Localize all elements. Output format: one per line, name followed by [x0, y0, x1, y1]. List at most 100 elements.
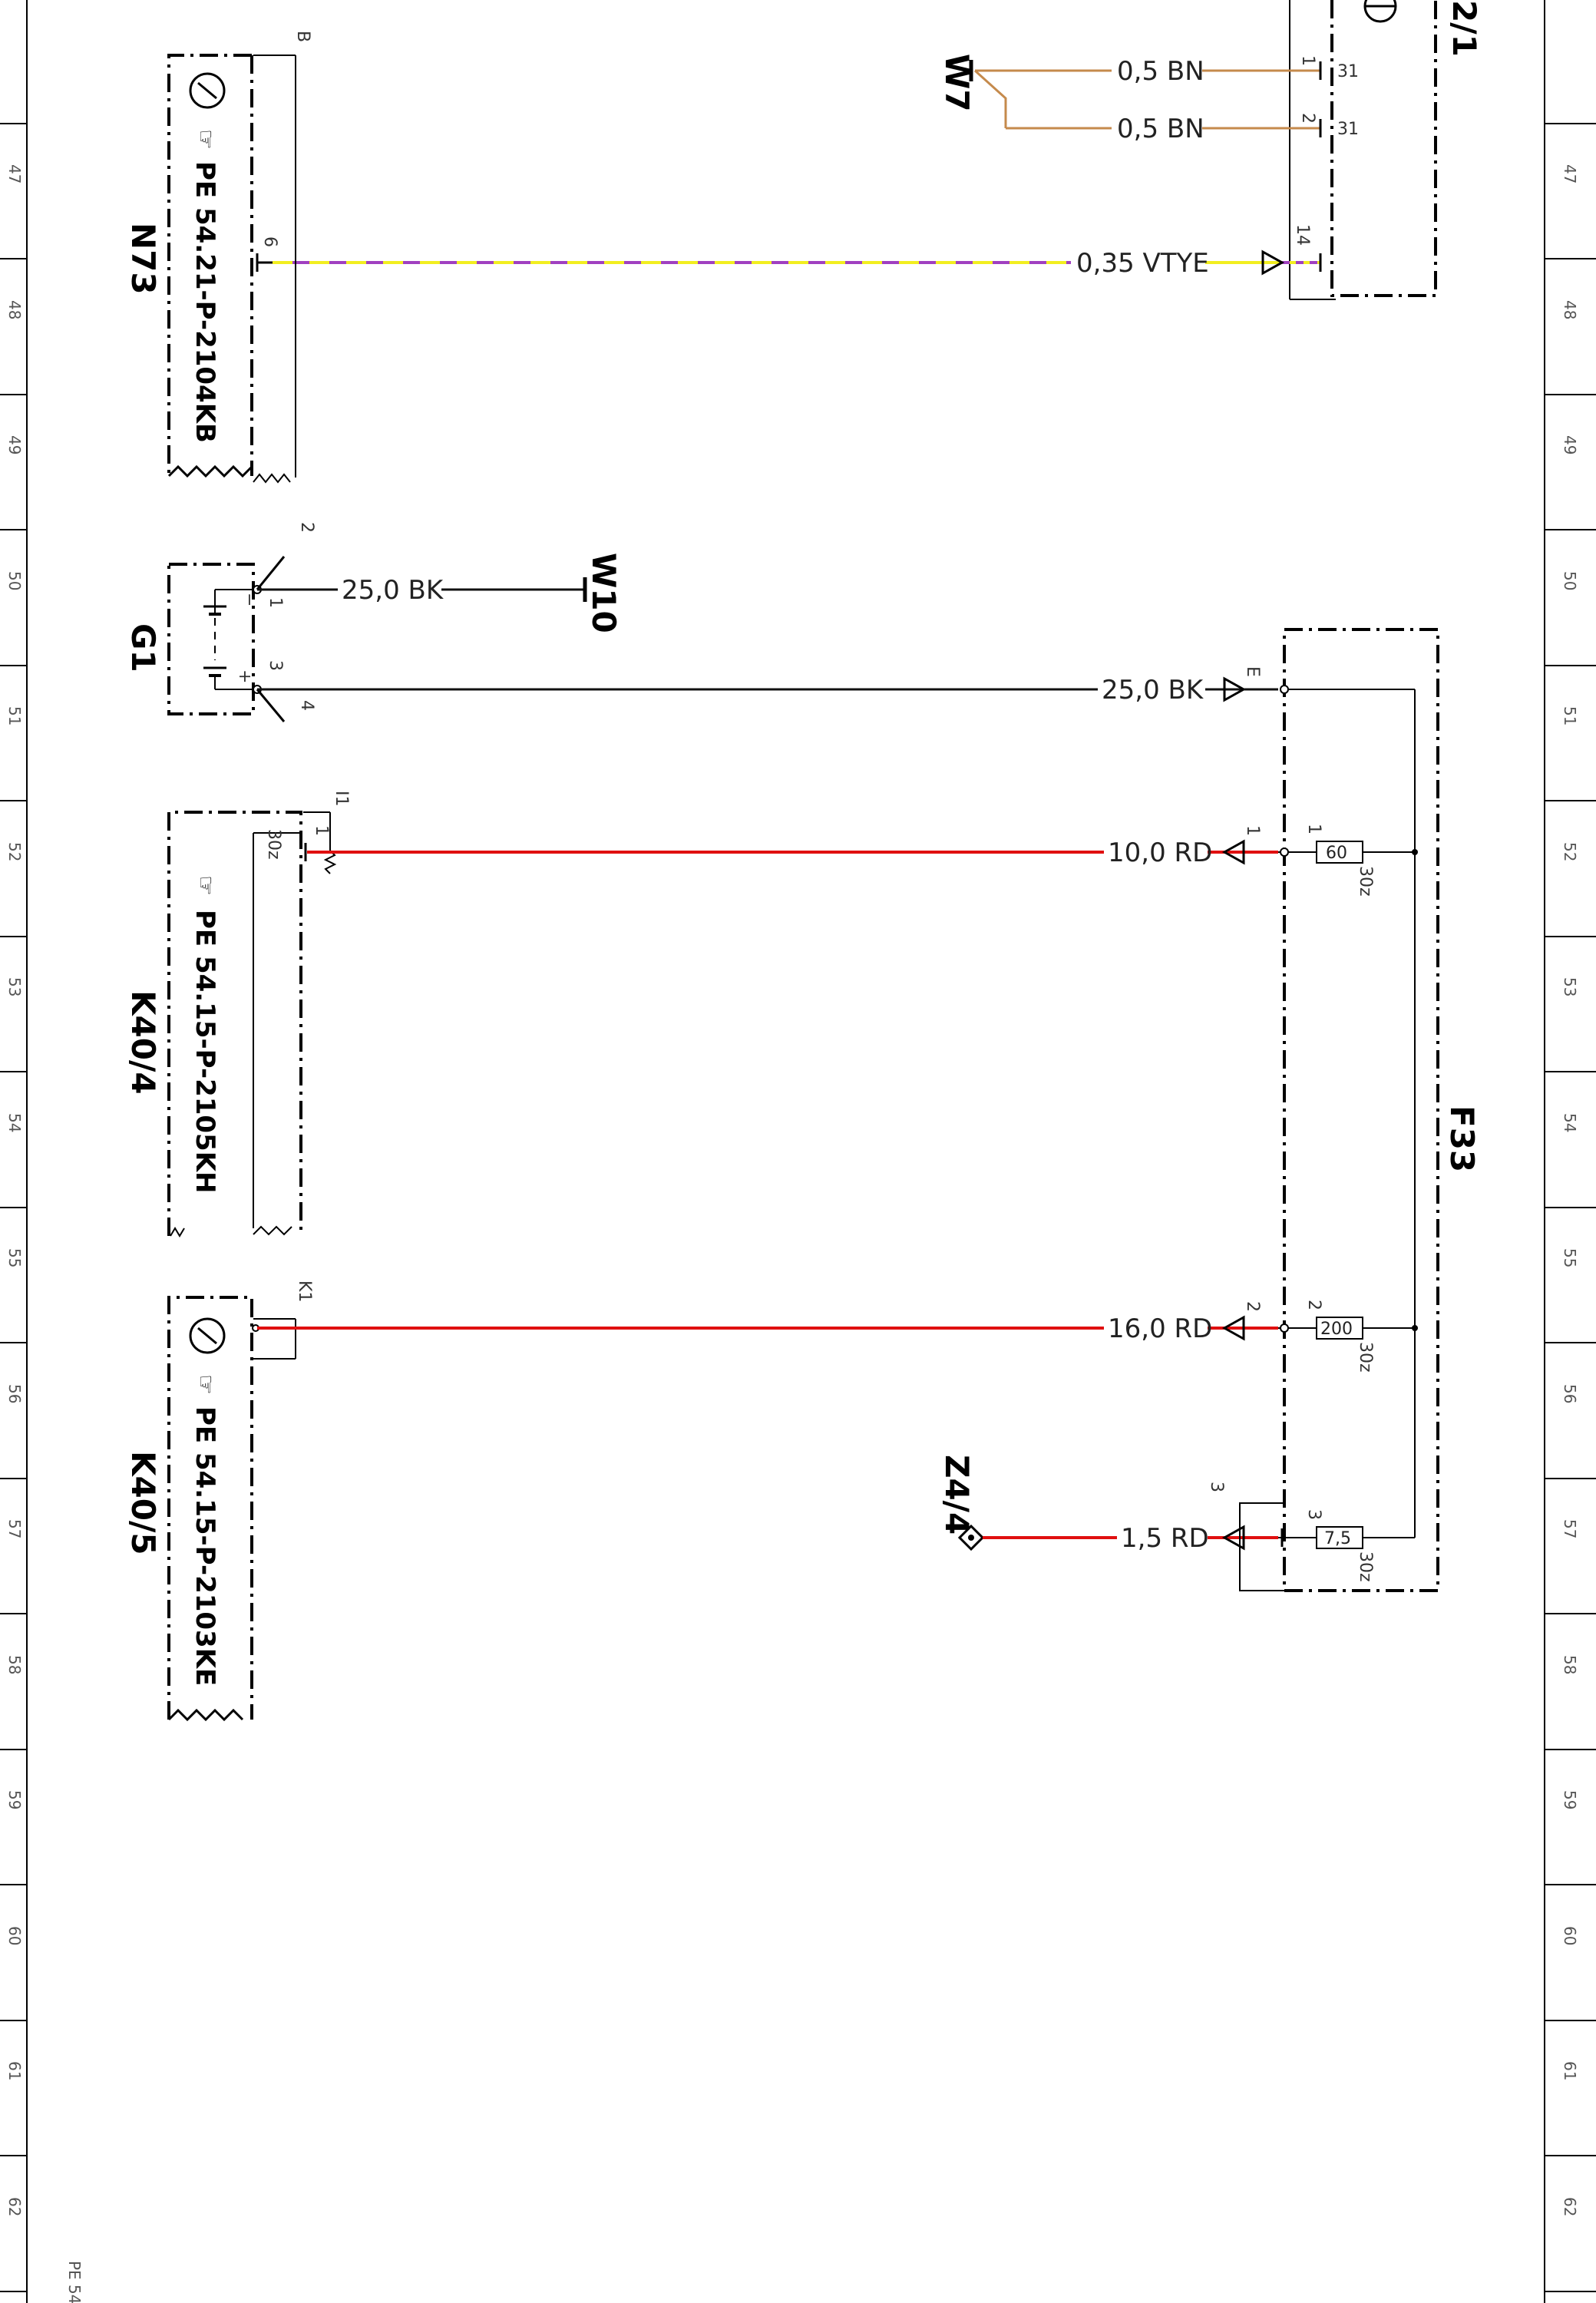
grid-label: 60 — [5, 1926, 24, 1945]
grid-label: 48 — [1561, 300, 1579, 319]
component-label-z4-4: Z4/4 — [938, 1455, 976, 1535]
grid-label: 49 — [5, 435, 24, 454]
pin-label: 31 — [1337, 62, 1359, 81]
pin-label: I1 — [332, 791, 351, 807]
sensor-icon — [1363, 0, 1397, 23]
w7-wires: 0,5 BN 0,5 BN W7 1 31 2 31 — [938, 54, 1359, 144]
connector-arrow-icon — [1221, 839, 1245, 865]
pin-label: 3 — [1207, 1482, 1226, 1492]
connector-arrow-icon — [1223, 676, 1247, 702]
pin-label: 2 — [1304, 1300, 1323, 1310]
grid-label: 62 — [1561, 2197, 1579, 2216]
connector-arrow-icon — [1221, 1315, 1245, 1341]
grid-label: 58 — [1561, 1655, 1579, 1674]
grid-label: 48 — [5, 300, 24, 319]
component-label-2-1: 2/1 — [1446, 0, 1483, 57]
component-label-f33: F33 — [1443, 1105, 1481, 1172]
pin-label: + — [235, 669, 254, 683]
wire-label-w7-a: 0,5 BN — [1117, 56, 1204, 87]
component-label-k40-4: K40/4 — [124, 990, 162, 1095]
grid-label: 59 — [1561, 1790, 1579, 1809]
wire-label-k40-5: 16,0 RD — [1108, 1313, 1212, 1344]
grid-label: 59 — [5, 1790, 24, 1809]
component-k40-4: I1 1 30z ☞ PE 54.15-P-2105KH K40/4 10,0 … — [124, 791, 1278, 1237]
fuse-value: 7,5 — [1324, 1529, 1351, 1548]
component-label-k40-5: K40/5 — [124, 1451, 162, 1555]
wire-label-z4-4: 1,5 RD — [1121, 1523, 1209, 1554]
pin-label: 31 — [1337, 120, 1359, 139]
grid-label: 52 — [5, 842, 24, 861]
connector-arrow-icon — [1261, 249, 1285, 276]
frame — [26, 0, 1545, 2303]
pin-label: 2 — [1243, 1301, 1262, 1312]
grid-label: 53 — [1561, 977, 1579, 996]
grid-label: 56 — [5, 1384, 24, 1403]
grid-label: 61 — [5, 2061, 24, 2080]
wire-label-g1-plus: 25,0 BK — [1102, 675, 1204, 705]
component-f33: F33 E 60 1 1 30z 200 2 2 30z 7,5 3 3 — [1207, 628, 1481, 1592]
grid-label: 57 — [1561, 1519, 1579, 1538]
pin-label: 2 — [1298, 113, 1317, 124]
grid-label: 60 — [1561, 1926, 1579, 1945]
fuse-value: 60 — [1326, 844, 1347, 863]
fuse-7-5 — [1316, 1526, 1363, 1549]
grid-label: 58 — [5, 1655, 24, 1674]
grid-label: 56 — [1561, 1384, 1579, 1403]
fuse-60 — [1316, 841, 1363, 864]
sensor-icon — [189, 1317, 226, 1354]
pin-label: 30z — [1356, 866, 1375, 897]
pin-label: K1 — [295, 1280, 314, 1302]
grid-label: 47 — [5, 164, 24, 183]
component-2-1: 2/1 — [1289, 0, 1483, 300]
pin-label: B — [293, 31, 312, 42]
sensor-icon — [189, 72, 226, 109]
component-label-g1: G1 — [124, 623, 162, 672]
pin-label: 1 — [312, 825, 331, 836]
wire-label-n73: 0,35 VTYE — [1076, 248, 1209, 279]
reference-k40-4: PE 54.15-P-2105KH — [190, 910, 220, 1194]
grid-label: 50 — [1561, 571, 1579, 590]
grid-label: 57 — [5, 1519, 24, 1538]
component-label-w7: W7 — [938, 54, 976, 112]
wire-label-w7-b: 0,5 BN — [1117, 114, 1204, 144]
grid-ticks — [0, 123, 1596, 2292]
hand-pointer-icon: ☞ — [192, 875, 219, 896]
grid-label: 51 — [5, 706, 24, 725]
component-z4-4: 1,5 RD Z4/4 — [938, 1455, 1278, 1554]
pin-label: E — [1243, 666, 1262, 677]
fuse-value: 200 — [1320, 1320, 1353, 1339]
grid-label: 54 — [5, 1113, 24, 1132]
pin-label: 4 — [297, 700, 316, 711]
grid-label: 62 — [5, 2197, 24, 2216]
grid-label: 51 — [1561, 706, 1579, 725]
pin-label: 3 — [266, 660, 285, 671]
pin-label: 2 — [297, 522, 316, 533]
grid-label: 55 — [5, 1248, 24, 1267]
component-k40-5: K1 ☞ PE 54.15-P-2103KE K40/5 16,0 RD — [124, 1280, 1278, 1722]
pin-label: 14 — [1293, 224, 1312, 246]
pin-label: 1 — [1243, 825, 1262, 836]
grid-label: 55 — [1561, 1248, 1579, 1267]
component-label-w10: W10 — [585, 553, 623, 633]
grid-label: 49 — [1561, 435, 1579, 454]
reference-n73: PE 54.21-P-2104KB — [190, 161, 220, 443]
pin-label: 3 — [1304, 1509, 1323, 1520]
splice-icon — [957, 1524, 985, 1551]
pin-label: 30z — [1356, 1551, 1375, 1582]
component-n73: B 6 ☞ PE 54.21-P-2104KB N73 — [124, 31, 312, 484]
reference-k40-5: PE 54.15-P-2103KE — [190, 1406, 220, 1686]
pin-label: − — [240, 593, 259, 606]
grid-label: 50 — [5, 571, 24, 590]
wire-label-g1-ground: 25,0 BK — [342, 575, 444, 606]
wire-label-k40-4: 10,0 RD — [1108, 838, 1212, 868]
grid-label: 54 — [1561, 1113, 1579, 1132]
pin-label: 1 — [1298, 55, 1317, 66]
grid-label: 53 — [5, 977, 24, 996]
component-label-n73: N73 — [124, 223, 162, 295]
grid-label: 61 — [1561, 2061, 1579, 2080]
pin-label: 30z — [1356, 1342, 1375, 1373]
component-g1: − + 2 1 3 4 G1 25,0 BK W10 25,0 BK — [124, 522, 1278, 722]
grid-label: 52 — [1561, 842, 1579, 861]
